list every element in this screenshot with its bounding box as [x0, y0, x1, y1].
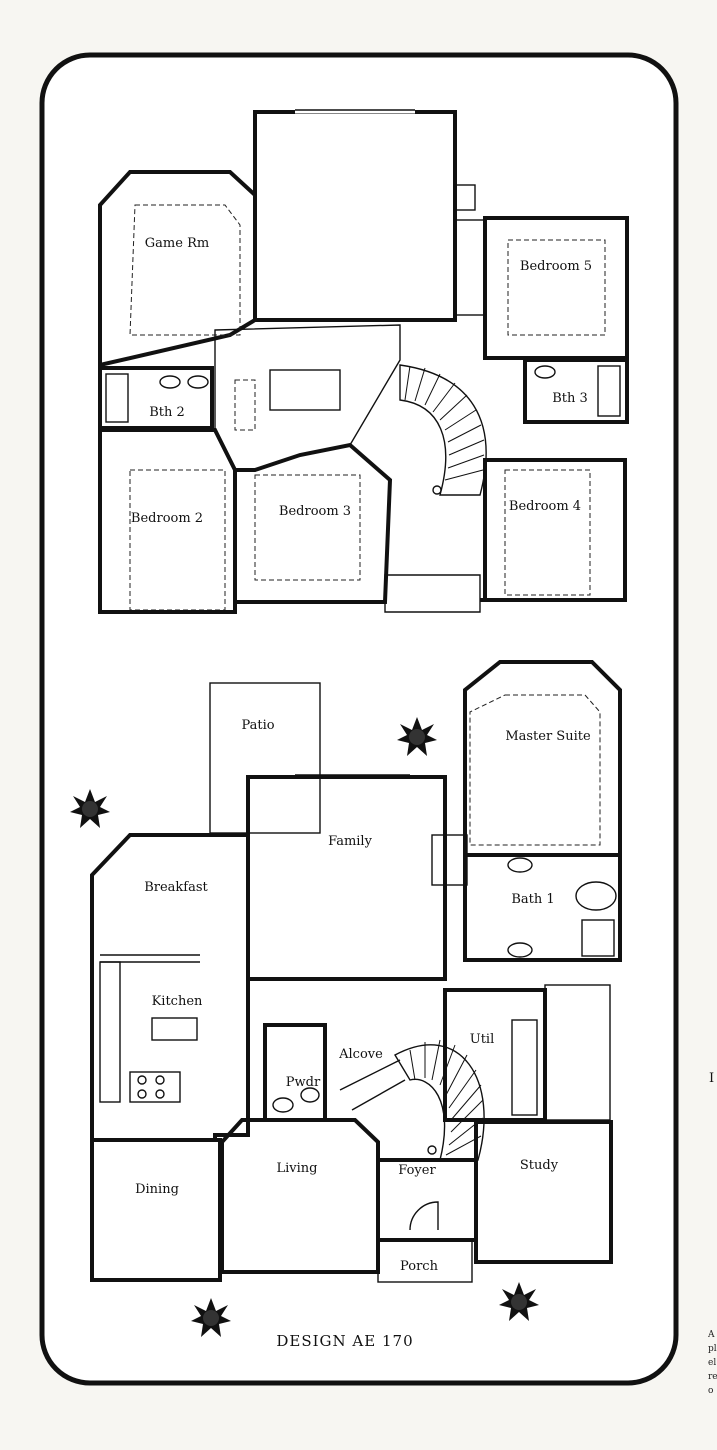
side-text-line: o: [708, 1386, 714, 1396]
game-room-walls: [98, 170, 257, 368]
main-stair: [394, 1044, 485, 1161]
second-floor-plan: [98, 109, 629, 614]
porch-outline: [377, 1239, 473, 1283]
bedroom-3-walls: [233, 442, 393, 604]
bath-1-walls: [463, 853, 622, 962]
room-label-bath-1: Bath 1: [511, 892, 554, 907]
side-marker: I: [709, 1071, 714, 1086]
side-text-line: pl: [708, 1344, 717, 1354]
room-label-game-room: Game Rm: [145, 236, 209, 251]
first-floor-plan: [90, 660, 622, 1283]
room-label-porch: Porch: [400, 1259, 439, 1274]
room-label-patio: Patio: [241, 718, 274, 733]
side-text-line: A: [708, 1330, 715, 1340]
design-title: DESIGN AE 170: [276, 1332, 413, 1350]
room-label-breakfast: Breakfast: [144, 880, 208, 895]
side-text-line: re: [708, 1372, 717, 1382]
room-label-study: Study: [520, 1158, 559, 1173]
room-label-bedroom-5: Bedroom 5: [520, 259, 592, 274]
room-label-bath-2: Bth 2: [149, 405, 185, 420]
room-label-dining: Dining: [135, 1182, 179, 1197]
side-text-line: el: [708, 1358, 717, 1368]
room-label-master-suite: Master Suite: [505, 729, 591, 744]
room-label-bedroom-2: Bedroom 2: [131, 511, 203, 526]
side-text-fragment: A pl el re o: [708, 1328, 717, 1398]
upper-stair: [399, 364, 487, 496]
room-label-living: Living: [277, 1161, 318, 1176]
breakfast-kitchen-walls: [90, 833, 250, 1142]
room-label-alcove: Alcove: [338, 1047, 383, 1062]
room-label-util: Util: [470, 1032, 495, 1047]
patio-outline: [209, 682, 321, 834]
room-label-kitchen: Kitchen: [152, 994, 203, 1009]
room-label-bath-3: Bth 3: [552, 391, 588, 406]
room-label-powder: Pwdr: [286, 1075, 321, 1090]
room-label-foyer: Foyer: [398, 1163, 436, 1178]
dining-walls: [90, 1138, 222, 1282]
kitchen-island: [151, 1017, 198, 1041]
study-walls: [474, 1120, 613, 1264]
room-label-family: Family: [328, 834, 373, 849]
room-label-bedroom-4: Bedroom 4: [509, 499, 581, 514]
room-label-bedroom-3: Bedroom 3: [279, 504, 351, 519]
sheet-frame: [39, 52, 679, 1386]
bath-3-walls: [523, 358, 629, 424]
